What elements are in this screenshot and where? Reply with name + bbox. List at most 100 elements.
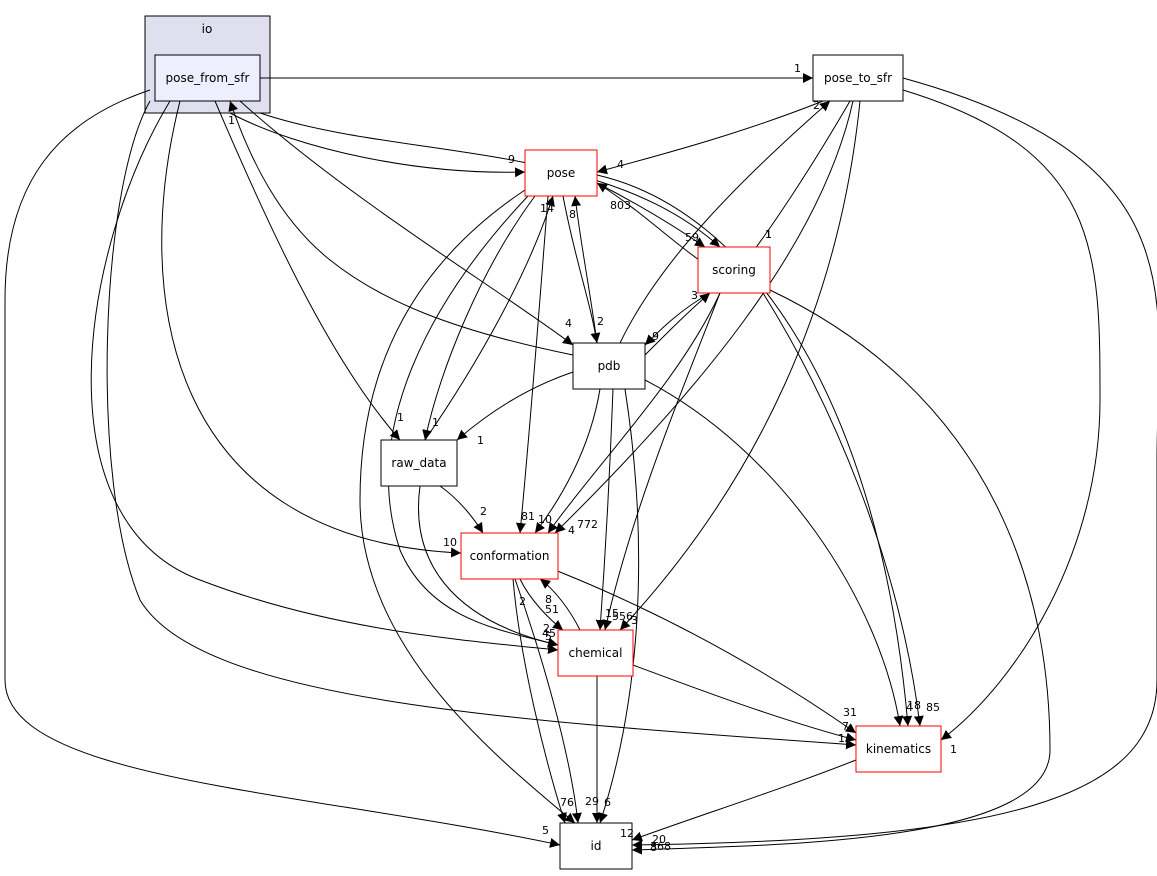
edge-scoring-to-conformation[interactable] [547,292,721,534]
edge-label[interactable]: 45 [542,627,556,640]
edge-label[interactable]: 59 [685,231,699,244]
edge-label[interactable]: 2 [813,99,820,112]
node-kinematics[interactable]: kinematics [855,725,942,773]
edge-label[interactable]: 8 [545,593,552,606]
edge-pose-to-sfr-to-conformation[interactable] [554,100,854,534]
edge-label[interactable]: 4 [906,701,913,714]
edge-label[interactable]: 4 [568,524,575,537]
edge-label[interactable]: 1 [228,114,235,127]
edge-kinematics-to-id[interactable] [631,759,857,842]
node-scoring[interactable]: scoring [697,246,771,294]
edge-label[interactable]: 1 [765,228,772,241]
edge-label[interactable]: 10 [538,513,552,526]
node-pose-to-sfr[interactable]: pose_to_sfr [812,54,904,102]
edge-pose-from-sfr-to-pdb[interactable] [239,100,574,346]
edge-label[interactable]: 556 [612,610,633,623]
edge-label[interactable]: 3 [691,289,698,302]
edge-label[interactable]: 85 [926,701,940,714]
edge-conformation-to-chemical[interactable] [519,578,564,631]
edge-label[interactable]: 1 [477,434,484,447]
edge-scoring-to-id[interactable] [631,289,1051,855]
edge-label[interactable]: 5 [542,824,549,837]
edge-scoring-to-kinematics[interactable] [762,292,924,727]
edge-pdb-to-raw-data[interactable] [456,371,574,441]
edge-label[interactable]: 4 [565,317,572,330]
edge-label[interactable]: 1 [397,411,404,424]
edge-label[interactable]: 9 [652,330,659,343]
edge-chemical-to-conformation[interactable] [539,578,581,631]
edge-label[interactable]: 29 [585,795,599,808]
edge-label[interactable]: 8 [569,208,576,221]
edge-label[interactable]: 18 [907,699,921,712]
edge-label[interactable]: 1 [838,732,845,745]
edge-pose-to-conformation[interactable] [515,195,549,534]
edge-pdb-to-pose[interactable] [571,195,598,344]
edge-label[interactable]: 81 [521,510,535,523]
edge-scoring-to-pose[interactable] [596,182,703,263]
edge-pose-to-scoring[interactable] [596,182,706,248]
edge-pose-to-sfr-to-kinematics[interactable] [902,89,1101,741]
edge-label[interactable]: 803 [610,199,631,212]
edge-label[interactable]: 2 [519,595,526,608]
edge-pose-from-sfr-to-raw-data[interactable] [214,100,401,441]
edge-pose-from-sfr-to-kinematics[interactable] [106,100,857,750]
edge-label[interactable]: 4 [617,158,624,171]
edge-pose-from-sfr-to-scoring[interactable] [259,112,721,248]
edge-label[interactable]: 15 [605,607,619,620]
edge-chemical-to-kinematics[interactable] [632,664,857,743]
edge-pose-from-sfr-to-id[interactable] [4,89,561,848]
edge-pose-from-sfr-to-conformation[interactable] [161,100,462,558]
edge-pdb-to-pose-to-sfr[interactable] [619,100,831,344]
node-chemical[interactable]: chemical [557,629,634,677]
edge-pose-to-chemical[interactable] [388,195,559,648]
edge-pdb-to-scoring[interactable] [644,292,711,356]
edge-pose-to-sfr-to-id[interactable] [631,77,1157,850]
edge-conformation-to-kinematics[interactable] [554,569,857,734]
edge-label[interactable]: 7 [842,720,849,733]
edge-raw-data-to-conformation[interactable] [439,485,484,534]
edge-label[interactable]: 772 [577,518,598,531]
edge-label[interactable]: 12 [620,827,634,840]
edge-label[interactable]: 1 [432,416,439,429]
edge-label[interactable]: 14 [540,202,554,215]
edge-pdb-to-chemical[interactable] [595,388,614,631]
node-pose-from-sfr[interactable]: pose_from_sfr [154,54,261,102]
edge-pose-to-pdb[interactable] [562,195,601,344]
edge-pdb-to-conformation[interactable] [534,388,601,534]
node-conformation[interactable]: conformation [460,532,559,580]
edge-label[interactable]: 2 [543,622,550,635]
edge-pose-to-id[interactable] [359,189,576,824]
edge-label[interactable]: 51 [545,603,559,616]
edge-pose-from-sfr-to-chemical[interactable] [90,100,559,654]
edge-pose-to-sfr-to-pose[interactable] [596,100,824,175]
edge-label[interactable]: 2 [597,315,604,328]
edge-pose-to-sfr-to-chemical[interactable] [619,100,861,631]
edge-label[interactable]: 20 [652,833,666,846]
edge-label[interactable]: 31 [843,706,857,719]
edge-pdb-to-id[interactable] [644,379,904,727]
edge-label[interactable]: 8 [650,841,657,854]
edge-conformation-to-id[interactable] [512,578,567,824]
node-pose[interactable]: pose [524,149,598,197]
edge-pdb-to-kinematics[interactable] [598,388,640,824]
edge-label[interactable]: 10 [443,536,457,549]
edge-label[interactable]: 368 [650,840,671,853]
edge-raw-data-to-pose[interactable] [424,195,555,441]
edge-pose-to-kinematics[interactable] [596,174,913,727]
node-raw-data[interactable]: raw_data [380,439,458,487]
edge-label[interactable]: 6 [604,796,611,809]
node-id[interactable]: id [559,822,633,870]
edge-label[interactable]: 3 [631,614,638,627]
edge-pose-from-sfr-to-pose[interactable] [229,112,526,178]
edge-conformation-to-id[interactable] [514,578,582,824]
edge-label[interactable]: 76 [560,796,574,809]
edge-label[interactable]: 1 [950,743,957,756]
edge-label[interactable]: 2 [480,505,487,518]
edge-label[interactable]: 9 [508,153,515,166]
node-pdb[interactable]: pdb [572,342,646,390]
edge-scoring-to-chemical[interactable] [602,292,721,631]
edge-pose-to-raw-data[interactable] [422,195,536,441]
edge-pdb-to-pose-from-sfr[interactable] [228,100,574,356]
edge-label[interactable]: 1 [794,62,801,75]
edge-label[interactable]: 1 [765,228,772,241]
